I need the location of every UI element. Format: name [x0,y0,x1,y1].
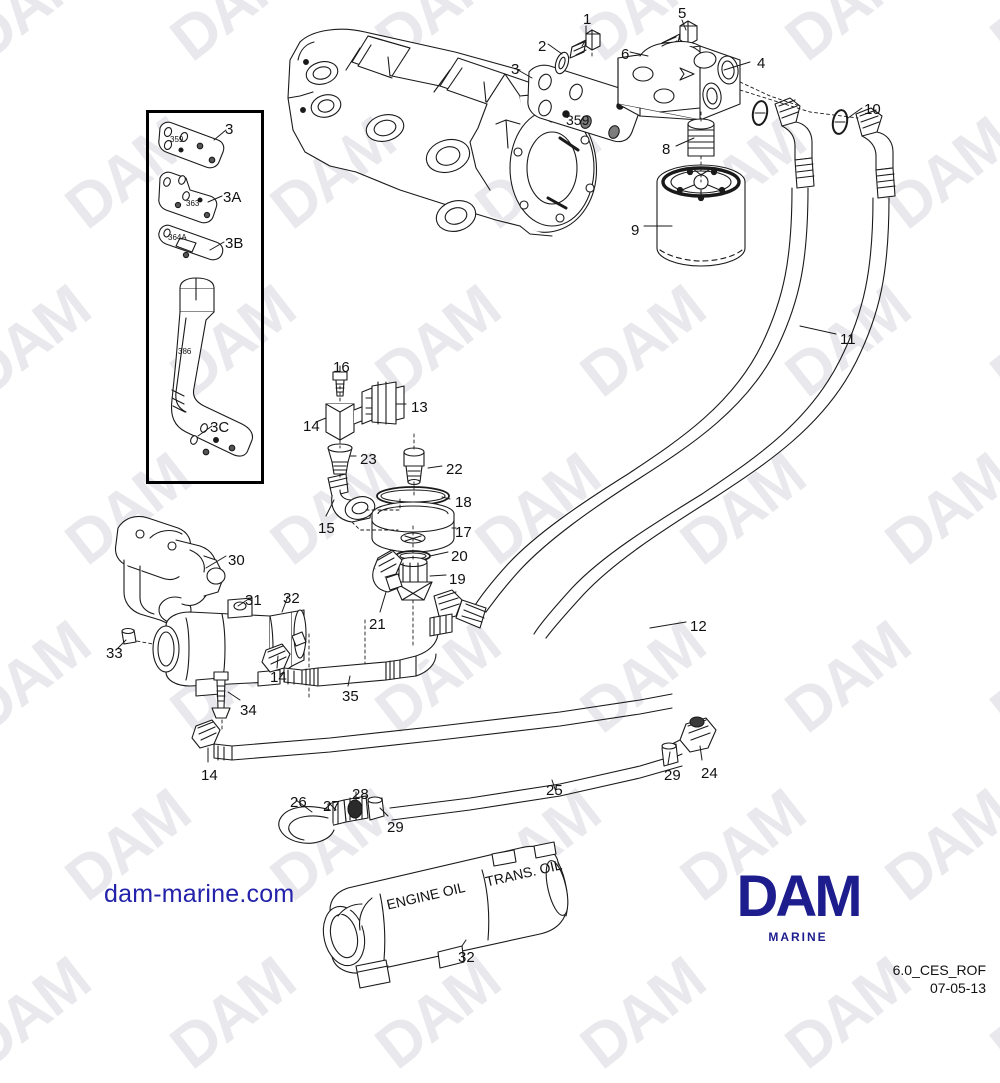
callout-26: 26 [290,794,307,811]
callout-21: 21 [369,616,386,633]
ferrule-29-left [367,796,385,821]
o-ring-10-right [831,109,849,135]
inset-part-number-386: 386 [178,347,192,356]
reference-date: 07-05-13 [929,979,986,996]
callout-1: 1 [583,11,592,28]
inset-callout-3a: 3A [223,189,242,206]
callout-30: 30 [228,552,245,569]
mounting-bracket-30 [114,515,226,628]
callout-9: 9 [631,222,640,239]
callout-25: 25 [546,782,563,799]
callout-15: 15 [318,520,335,537]
callout-2: 2 [538,38,547,55]
hose-12 [533,197,890,639]
callout-6: 6 [621,46,630,63]
callout-19: 19 [449,571,466,588]
hose-11 [471,187,809,613]
callout-18: 18 [455,494,472,511]
callout-32: 32 [283,590,300,607]
elbow-15 [327,473,376,523]
hose-25 [389,753,683,821]
callout-13: 13 [411,399,428,416]
callout-16: 16 [333,359,350,376]
fitting-23 [327,443,353,475]
logo-wordmark: DAM [736,864,862,929]
callout-35: 35 [342,688,359,705]
website-url[interactable]: dam-marine.com [104,880,295,908]
elbow-21 [372,549,403,593]
plug-22 [403,447,425,486]
bolt-1 [569,29,601,59]
callout-3: 3 [511,61,520,78]
inset-callout-3: 3 [225,121,234,138]
callout-33: 33 [106,645,123,662]
adapter-19 [393,556,433,601]
callout-4: 4 [757,55,766,72]
hose-fitting-right [855,107,894,171]
oil-cooler-32 [152,597,307,697]
manifold-gasket-part-number: 359 [566,112,590,128]
clip-26 [278,806,335,844]
callout-31: 31 [245,592,262,609]
oil-pressure-sender-13 [361,381,405,425]
callout-29: 29 [387,819,404,836]
hose-35 [301,659,401,687]
callout-11: 11 [840,331,856,348]
hose-upper-run [231,693,673,761]
callout-14: 14 [303,418,320,435]
hose-sleeve-left [794,157,815,189]
technical-drawing [114,19,896,989]
inset-part-number-363: 363 [186,199,200,208]
washer-2 [554,51,570,75]
filter-adapter-housing-4 [617,40,741,121]
callout-27: 27 [323,798,340,815]
elbow-14-right [399,613,453,679]
callout-12: 12 [690,618,707,635]
callout-24: 24 [701,765,718,782]
tee-fitting-14 [325,403,365,441]
inset-callout-3b: 3B [225,235,244,252]
callout-34: 34 [240,702,257,719]
callout-8: 8 [662,141,671,158]
bolt-34 [211,671,231,719]
gasket-variants-inset-box [146,110,264,484]
elbow-14-lower-left [191,719,233,761]
reference-code: 6.0_CES_ROF [892,962,986,978]
leader-lines [117,19,863,947]
gasket-3 [527,64,642,143]
inset-part-number-364a: 364A [168,233,187,242]
o-ring-10-left [751,100,769,126]
callout-14: 14 [201,767,218,784]
inset-callout-3c: 3C [210,419,230,436]
inset-part-number-359: 359 [170,135,184,144]
callout-14: 14 [270,669,287,686]
callout-5: 5 [678,5,687,22]
callout-28: 28 [352,786,369,803]
callout-20: 20 [451,548,468,565]
hose-fitting-left [774,97,813,161]
callout-17: 17 [455,524,472,541]
reference-block: 6.0_CES_ROF 07-05-13 [893,962,986,997]
callout-22: 22 [446,461,463,478]
callout-10: 10 [864,101,881,118]
inset-bracket-3c [170,277,254,457]
hose-12-sleeve [455,599,487,629]
fitting-28 [343,795,369,823]
logo-subtext: MARINE [768,930,828,944]
inset-gasket-3 [158,121,225,169]
inset-gasket-3b [158,224,224,261]
callout-23: 23 [360,451,377,468]
callout-32: 32 [458,949,475,966]
elbow-14-mid [261,643,303,685]
heat-exchanger-32 [322,841,569,989]
hose-sleeve-right [875,167,896,199]
callout-29: 29 [664,767,681,784]
inset-gasket-3a [158,171,218,224]
manifold-casting [287,28,598,237]
filter-stud-8 [687,118,715,157]
dam-marine-logo: DAM MARINE [703,864,893,945]
